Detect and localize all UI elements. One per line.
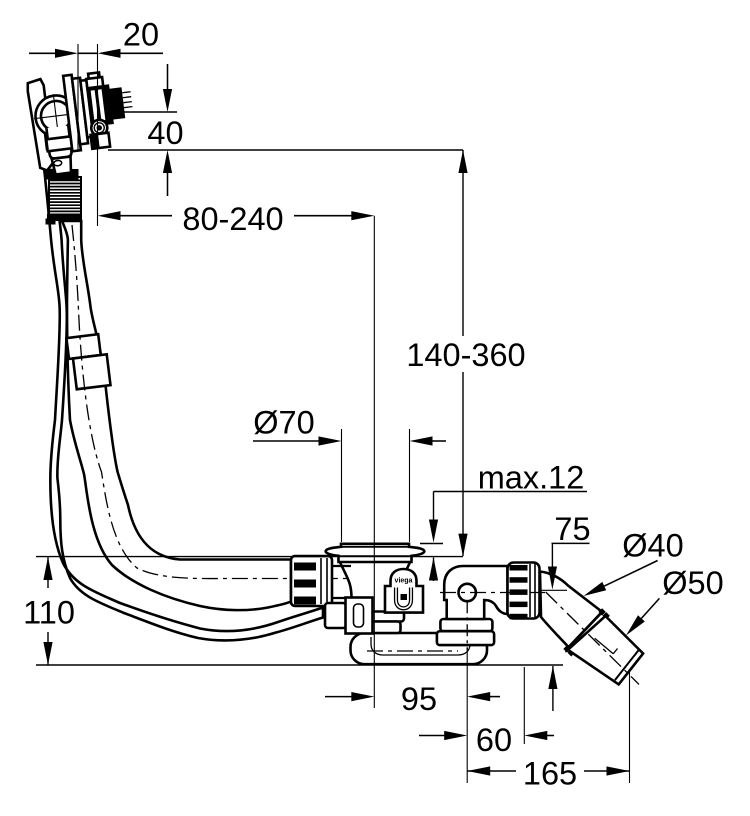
svg-text:Ø70: Ø70	[253, 405, 314, 441]
svg-text:95: 95	[401, 681, 437, 717]
svg-text:Ø40: Ø40	[622, 528, 683, 564]
svg-text:165: 165	[523, 756, 577, 792]
svg-text:75: 75	[554, 511, 590, 547]
svg-text:140-360: 140-360	[406, 337, 525, 373]
svg-text:viega: viega	[395, 578, 413, 585]
svg-text:60: 60	[476, 722, 512, 758]
svg-text:20: 20	[123, 17, 159, 53]
svg-text:80-240: 80-240	[182, 201, 283, 237]
svg-text:110: 110	[23, 595, 75, 631]
svg-text:40: 40	[147, 115, 183, 151]
svg-text:max.12: max.12	[478, 460, 585, 496]
svg-text:Ø50: Ø50	[662, 565, 723, 601]
